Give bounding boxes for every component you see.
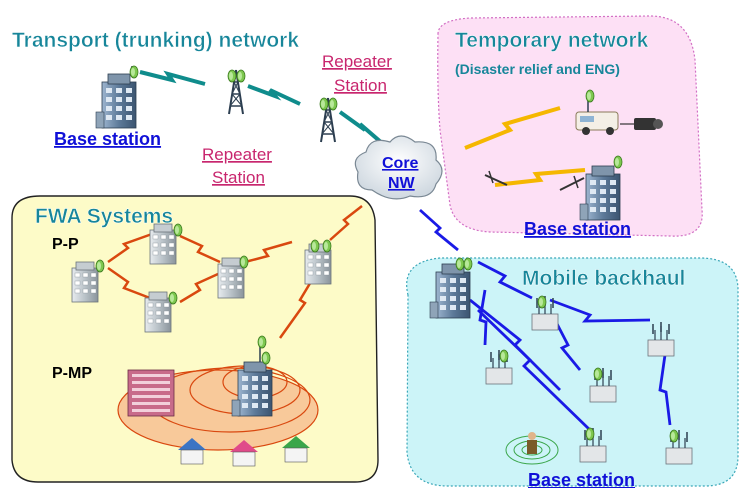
fwa-systems-title: FWA Systems xyxy=(35,205,173,228)
temporary-antenna-2 xyxy=(559,175,585,191)
temporary-network-title: Temporary network xyxy=(455,29,649,52)
pp-label: P-P xyxy=(52,236,79,253)
fwa-building-5 xyxy=(304,239,332,285)
temporary-network-region xyxy=(437,15,703,237)
pmp-office-building xyxy=(127,369,175,417)
pmp-base-station xyxy=(231,335,273,417)
repeater-1-label-line1: Repeater xyxy=(202,145,272,164)
transport-network-title: Transport (trunking) network xyxy=(12,29,299,52)
core-network-cloud: Core NW xyxy=(354,135,443,200)
house-pink xyxy=(230,440,258,467)
transport-base-station xyxy=(95,65,139,129)
repeater-tower-1 xyxy=(227,69,246,115)
house-green xyxy=(282,436,310,463)
core-label-line1: Core xyxy=(382,155,419,172)
trunk-links xyxy=(139,70,392,152)
repeater-2-label-line1: Repeater xyxy=(322,52,392,71)
pmp-label: P-MP xyxy=(52,365,92,382)
temporary-antenna-1 xyxy=(484,170,508,186)
fwa-building-3 xyxy=(217,255,249,299)
transport-base-station-label: Base station xyxy=(54,129,161,149)
mobile-backhaul-title: Mobile backhaul xyxy=(522,267,685,290)
mobile-user-icon xyxy=(527,432,537,454)
camera-icon xyxy=(620,118,663,130)
fwa-links xyxy=(107,205,363,339)
temporary-base-station xyxy=(579,155,623,221)
temporary-base-station-label: Base station xyxy=(524,219,631,239)
mobile-links xyxy=(419,208,672,432)
repeater-tower-2 xyxy=(319,97,338,143)
house-blue xyxy=(178,438,206,465)
core-label-line2: NW xyxy=(388,175,416,192)
repeater-2-label-line2: Station xyxy=(334,76,387,95)
mobile-base-station-label: Base station xyxy=(528,470,635,488)
temporary-links xyxy=(464,106,586,187)
temporary-network-subtitle: (Disaster relief and ENG) xyxy=(455,61,620,77)
eng-van-icon xyxy=(575,89,619,135)
repeater-1-label-line2: Station xyxy=(212,168,265,187)
